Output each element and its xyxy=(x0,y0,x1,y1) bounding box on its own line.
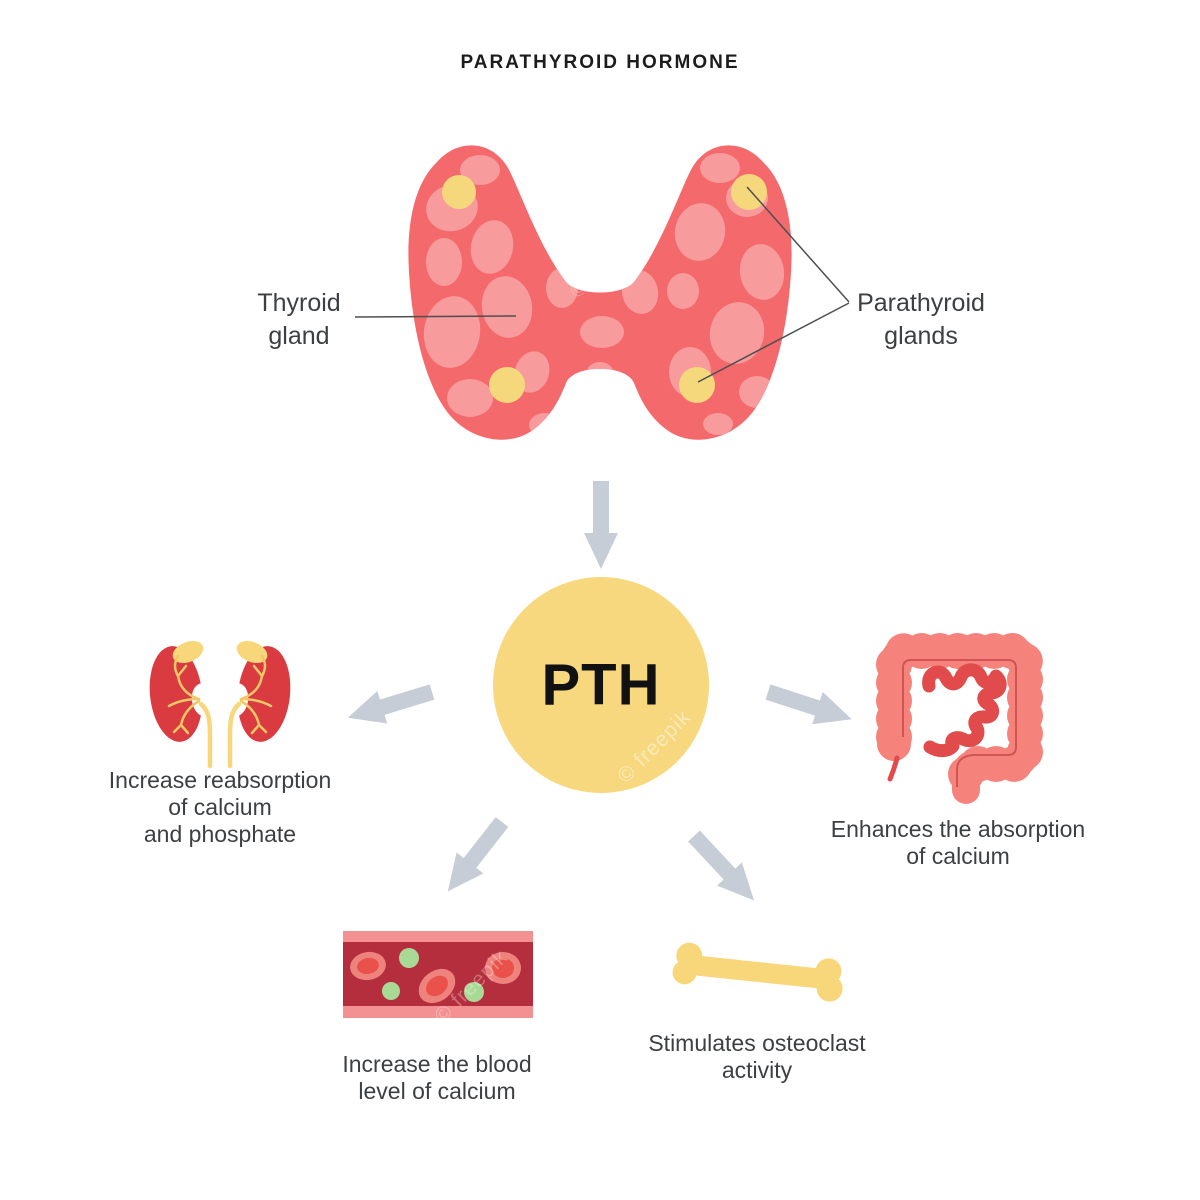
adrenal-gland xyxy=(236,640,268,664)
bone-illustration xyxy=(672,942,843,1002)
caption-blood-line1: Increase the blood xyxy=(342,1051,532,1077)
parathyroid-dot-bottom-left xyxy=(489,367,525,403)
parathyroid-leader-line-bottom xyxy=(697,302,850,383)
red-blood-cells xyxy=(350,951,521,1004)
page-title: PARATHYROID HORMONE xyxy=(460,52,740,73)
pth-hormone-circle xyxy=(493,577,709,793)
caption-intestine: Enhances the absorption of calcium xyxy=(831,816,1085,870)
parathyroid-dot-top-right xyxy=(731,174,767,210)
thyroid-gland-illustration xyxy=(408,145,792,440)
pth-to-intestine-arrow xyxy=(762,675,857,736)
parathyroid-glands-label-line1: Parathyroid xyxy=(857,289,985,317)
parathyroid-glands-label: Parathyroid glands xyxy=(857,287,985,353)
thyroid-gland-label-line1: Thyroid xyxy=(257,289,341,317)
renal-vessels xyxy=(167,654,201,735)
caption-kidneys: Increase reabsorption of calcium and pho… xyxy=(109,767,331,848)
caption-blood: Increase the blood level of calcium xyxy=(342,1051,531,1105)
large-intestine xyxy=(880,637,1039,804)
caption-kidneys-line2: of calcium xyxy=(168,794,272,820)
ureter xyxy=(198,701,213,769)
kidney-right xyxy=(223,640,291,769)
parathyroid-gland-dots xyxy=(442,174,767,403)
parathyroid-leader-line-top xyxy=(746,186,850,303)
appendix xyxy=(887,755,900,782)
intestine-illustration xyxy=(876,633,1043,808)
caption-intestine-line2: of calcium xyxy=(906,843,1010,869)
pth-to-blood-arrow xyxy=(434,811,516,902)
caption-bone-line2: activity xyxy=(721,1057,793,1083)
kidneys-illustration xyxy=(149,640,291,769)
cecum xyxy=(877,727,911,761)
small-intestine xyxy=(922,663,1007,758)
parathyroid-glands-label-line2: glands xyxy=(884,322,958,350)
thyroid-gland-label: Thyroid gland xyxy=(257,287,340,353)
thyroid-follicle-blobs xyxy=(423,153,785,437)
caption-intestine-line1: Enhances the absorption xyxy=(830,816,1086,842)
caption-blood-line2: level of calcium xyxy=(358,1078,516,1104)
thyroid-to-pth-arrow xyxy=(584,481,618,569)
caption-bone: Stimulates osteoclast activity xyxy=(648,1030,865,1084)
ureter xyxy=(227,701,242,769)
blood-vessel-illustration xyxy=(343,931,533,1018)
thyroid-leader-line xyxy=(354,315,517,318)
calcium-particles xyxy=(382,948,484,1002)
caption-bone-line1: Stimulates osteoclast xyxy=(648,1030,866,1056)
colon-inner-line xyxy=(902,659,1017,787)
pth-to-kidneys-arrow xyxy=(342,675,437,734)
kidney-left xyxy=(149,640,217,769)
parathyroid-dot-bottom-right xyxy=(679,367,715,403)
renal-vessels xyxy=(239,654,273,735)
parathyroid-dot-top-left xyxy=(442,175,476,209)
thyroid-gland-label-line2: gland xyxy=(268,322,330,350)
rectum-tip xyxy=(960,786,972,801)
caption-kidneys-line3: and phosphate xyxy=(143,821,297,847)
pth-to-bone-arrow xyxy=(681,824,767,912)
adrenal-gland xyxy=(172,640,204,664)
leader-lines xyxy=(354,186,850,383)
caption-kidneys-line1: Increase reabsorption xyxy=(108,767,332,793)
pth-label: PTH xyxy=(541,652,661,718)
